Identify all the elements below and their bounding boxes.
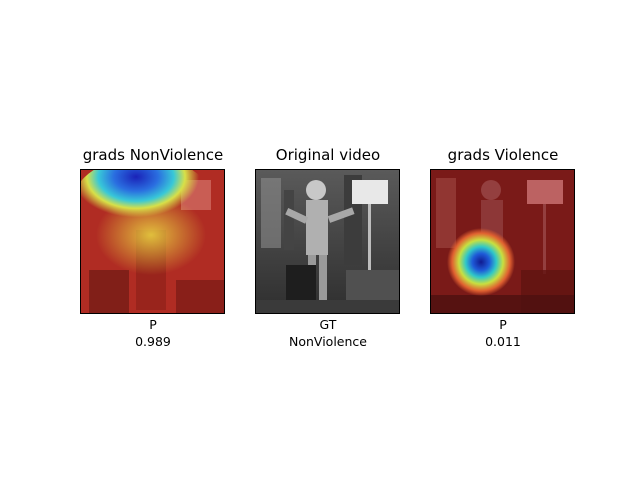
- ground-truth-label: GT: [319, 317, 337, 332]
- panel-grads-nonviolence: grads NonViolence: [70, 140, 236, 360]
- panel-title: grads NonViolence: [82, 146, 224, 164]
- panel-title: Original video: [275, 146, 381, 164]
- prediction-label: P: [499, 317, 507, 332]
- heatmap-image-nonviolence: [80, 169, 225, 314]
- ground-truth-value: NonViolence: [289, 334, 367, 349]
- panel-original-video: Original video: [245, 140, 411, 360]
- panel-title: grads Violence: [447, 146, 559, 164]
- panel-grads-violence: grads Violence: [420, 140, 586, 360]
- original-video-frame: [255, 169, 400, 314]
- heatmap-image-violence: [430, 169, 575, 314]
- prediction-value: 0.011: [485, 334, 521, 349]
- prediction-label: P: [149, 317, 157, 332]
- prediction-value: 0.989: [135, 334, 171, 349]
